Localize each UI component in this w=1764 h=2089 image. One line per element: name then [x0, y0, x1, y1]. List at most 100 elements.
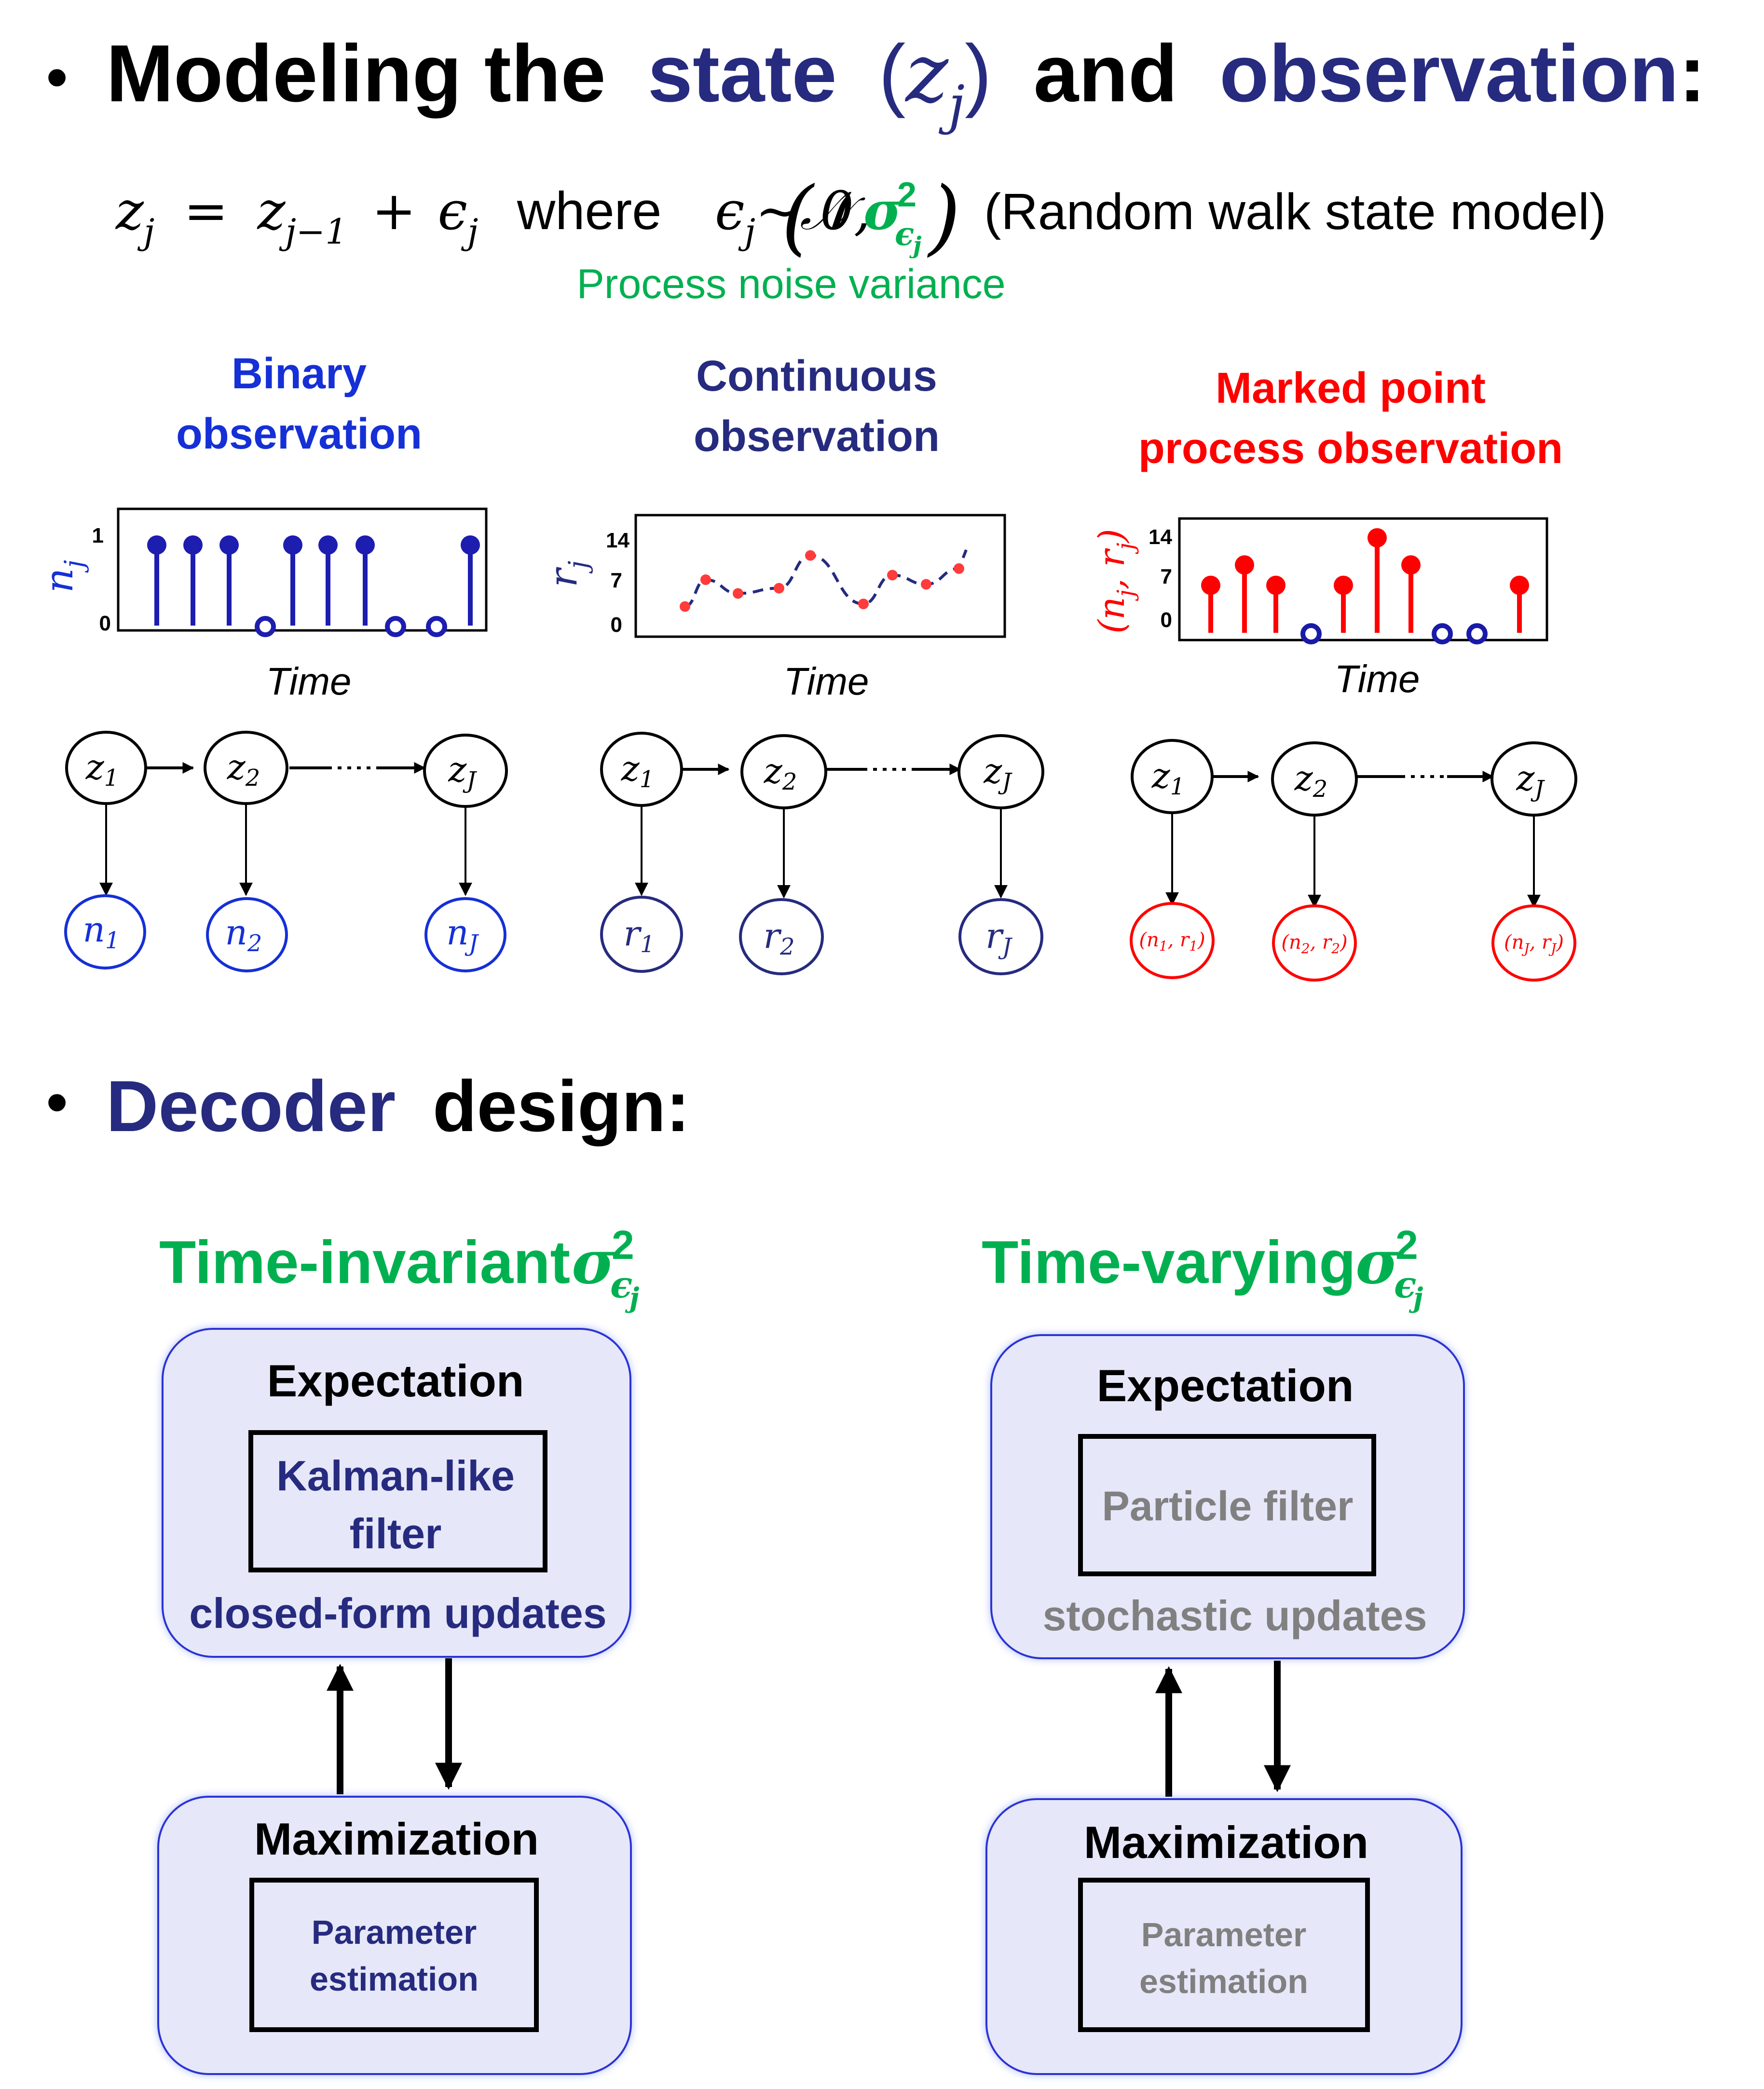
binary-stems: [147, 535, 480, 637]
continuous-plot-frame: [634, 514, 1006, 638]
marked-stems: [1201, 528, 1529, 644]
binary-state-z1: [65, 731, 147, 805]
heading-state-word: state: [648, 28, 837, 119]
left-filter-line1: Kalman-like: [276, 1452, 515, 1500]
binary-head-4: [283, 535, 302, 555]
marked-state-zJ-label: zJ: [1516, 758, 1545, 803]
heading-open-paren: (: [878, 28, 905, 119]
continuous-xlabel: Time: [783, 660, 869, 703]
continuous-y-top: 14: [606, 529, 629, 552]
marked-empty-3: [1300, 623, 1322, 644]
eq-z: z: [115, 180, 144, 242]
binary-obs-n2-label: n2: [225, 912, 262, 957]
eq-z-prev: z: [257, 180, 286, 242]
continuous-point-8: [954, 563, 964, 574]
continuous-point-1: [700, 574, 711, 585]
continuous-obs-r1-label: r1: [624, 913, 655, 958]
right-param-line2: estimation: [1139, 1963, 1308, 2000]
binary-title-1: Binary: [232, 350, 367, 398]
left-title: Time-invariant: [159, 1229, 570, 1296]
left-filter-box: [248, 1430, 547, 1572]
left-param-line2: estimation: [310, 1960, 479, 1998]
left-maximization-label: Maximization: [254, 1814, 539, 1864]
panel-titles: Binary observation Continuous observatio…: [176, 350, 1563, 473]
continuous-state-z1-label: z1: [621, 748, 654, 793]
continuous-point-7: [921, 579, 931, 590]
binary-plot: 1 0 nj Time: [37, 507, 488, 703]
marked-head-4: [1334, 575, 1353, 595]
right-maximization-label: Maximization: [1084, 1817, 1368, 1868]
state-equation: zj = zj−1 + ϵj where ϵj~𝒩: [115, 180, 866, 255]
eq-zero: 0,: [820, 180, 871, 242]
eq-plus: +: [372, 180, 416, 242]
binary-state-zJ-label: zJ: [448, 749, 477, 794]
right-sigma-sub: ϵ: [1394, 1263, 1416, 1306]
continuous-series-line: [684, 549, 968, 608]
eq-equals: =: [184, 180, 228, 242]
continuous-state-zJ: [957, 734, 1044, 809]
marked-obs-1: [1130, 902, 1215, 979]
left-sigma: σ: [572, 1227, 616, 1297]
binary-empty-8: [426, 616, 447, 637]
binary-obs-nJ: [424, 897, 506, 972]
binary-head-2: [219, 535, 239, 555]
binary-plot-frame: [117, 507, 488, 632]
eq-eps: ϵ: [438, 180, 467, 242]
binary-y-top: 1: [92, 524, 104, 547]
marked-ylabel-text: (nj, rj): [1091, 529, 1139, 634]
eq-model-note: (Random walk state model): [984, 183, 1606, 240]
heading-colon: :: [1679, 28, 1706, 119]
binary-head-6: [356, 535, 375, 555]
right-filter-line1: Particle filter: [1102, 1483, 1354, 1529]
continuous-state-z1: [600, 732, 683, 807]
decoder-right: Time-varying σ 2 ϵ j Expectation Particl…: [982, 1222, 1465, 2075]
bullet-2: •: [46, 1066, 68, 1137]
continuous-obs-r2: [739, 898, 824, 975]
binary-state-z2-label: z2: [227, 747, 260, 792]
binary-graph: z1 z2 zJ n1 n2 nJ: [64, 731, 508, 972]
right-maximization-box: [985, 1798, 1463, 2075]
marked-state-z1-label: z1: [1151, 755, 1185, 800]
binary-obs-n1-label: n1: [83, 909, 120, 954]
right-expectation-box: [990, 1334, 1465, 1659]
binary-obs-n2: [206, 897, 288, 972]
marked-head-1: [1235, 555, 1254, 575]
continuous-ylabel-r: rj: [541, 561, 593, 587]
continuous-obs-r1: [600, 896, 683, 973]
eq-close-paren: ): [927, 169, 960, 265]
continuous-title-1: Continuous: [696, 352, 937, 400]
binary-empty-7: [385, 616, 406, 637]
eq-sigma-sub: ϵ: [895, 215, 914, 253]
heading-modeling: Modeling the state (zj) and observation:: [106, 26, 1706, 136]
left-param-box: [249, 1878, 539, 2032]
binary-empty-3: [255, 616, 276, 637]
continuous-point-2: [733, 588, 743, 599]
eq-sim-normal: ~𝒩: [755, 180, 866, 242]
binary-obs-nJ-label: nJ: [446, 912, 479, 957]
left-param-line1: Parameter: [312, 1913, 477, 1951]
binary-ylabel-n: nj: [37, 560, 89, 593]
continuous-state-z2: [740, 734, 827, 809]
heading-prefix: Modeling the: [106, 28, 606, 119]
marked-empty-8: [1466, 623, 1488, 644]
binary-obs-n1: [64, 894, 146, 969]
heading-observation-word: observation: [1219, 28, 1679, 119]
right-sigma: σ: [1355, 1227, 1400, 1297]
marked-graph: z1 z2 zJ (n1, r1) (n2, r2) (nJ, rJ): [1130, 739, 1577, 982]
continuous-y-mid: 7: [611, 569, 622, 592]
continuous-obs-rJ: [958, 898, 1043, 975]
left-maximization-box: [157, 1796, 632, 2075]
left-sigma-sup: 2: [612, 1222, 634, 1268]
marked-head-0: [1201, 575, 1220, 595]
continuous-obs-rJ-label: rJ: [985, 915, 1012, 960]
eq-sigma: σ: [863, 179, 903, 242]
right-expectation-label: Expectation: [1097, 1360, 1354, 1411]
eq-where: where: [517, 181, 662, 241]
eq-sigma-sup: 2: [897, 176, 916, 214]
continuous-title-2: observation: [694, 412, 940, 461]
left-expectation-label: Expectation: [267, 1355, 524, 1406]
binary-xlabel: Time: [266, 660, 351, 703]
marked-title-2: process observation: [1138, 424, 1563, 473]
right-updates-label: stochastic updates: [1042, 1592, 1427, 1639]
